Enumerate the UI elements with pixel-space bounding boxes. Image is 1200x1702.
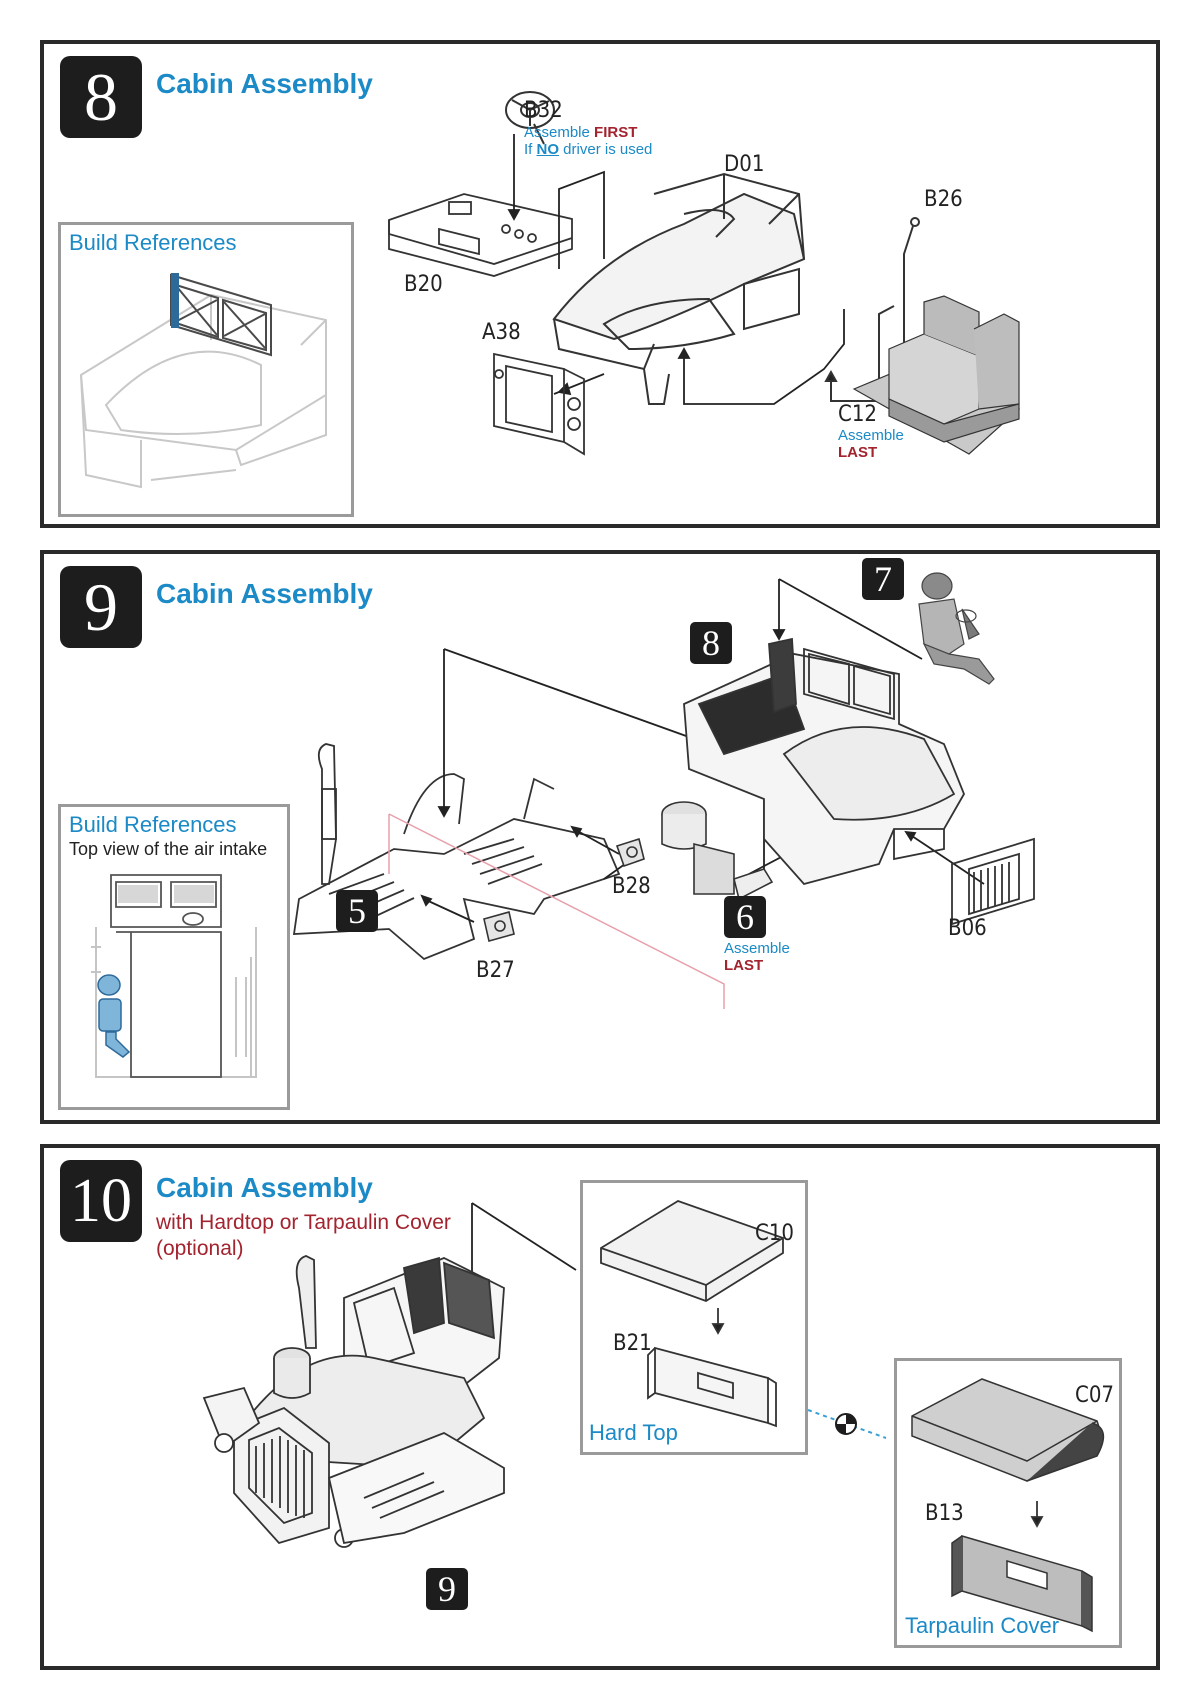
part-label-b32: B32	[524, 98, 563, 123]
grille-b06	[951, 837, 1035, 926]
tarpaulin-cover-label: Tarpaulin Cover	[905, 1613, 1060, 1638]
air-filter-part	[661, 801, 774, 901]
step-ref-badge-6: 6	[724, 896, 766, 938]
part-label-c10: C10	[755, 1221, 795, 1246]
step-title: Cabin Assembly	[156, 578, 373, 609]
part-label-a38: A38	[482, 320, 521, 345]
part-label-b26: B26	[924, 187, 963, 212]
part-label-d01: D01	[724, 152, 765, 177]
truck-front-assembly	[202, 1255, 505, 1548]
step-title: Cabin Assembly	[156, 68, 373, 99]
step-8-panel: 8 Cabin Assembly Build References	[40, 40, 1160, 528]
assembly-arrows	[507, 134, 845, 405]
step-ref-badge-8: 8	[690, 622, 732, 664]
step-9-assembly-drawing	[292, 572, 1035, 1009]
driver-figure	[918, 572, 995, 685]
step-title: Cabin Assembly	[156, 1172, 373, 1203]
step-9-panel: 9 Cabin Assembly Build References Top vi…	[40, 550, 1160, 1124]
c12-assemble-note: Assemble LAST	[838, 427, 904, 461]
step-subtitle: with Hardtop or Tarpaulin Cover (optiona…	[156, 1211, 451, 1260]
step-ref-badge-9: 9	[426, 1568, 468, 1610]
step-number: 8	[60, 56, 142, 138]
build-references-subtitle: Top view of the air intake	[69, 839, 268, 859]
steering-wheel-part	[505, 91, 555, 145]
build-references-title: Build References	[69, 812, 237, 837]
air-intake-top-view-drawing	[91, 874, 257, 1078]
tarpaulin-drawing	[911, 1378, 1105, 1633]
build-references-box: Build References	[58, 222, 354, 517]
hard-top-label: Hard Top	[589, 1420, 678, 1445]
grille-part	[493, 352, 585, 456]
hard-top-option-box: C10 B21 Hard Top	[580, 1180, 808, 1455]
cab-reference-drawing	[79, 273, 327, 489]
step-number: 9	[60, 566, 142, 648]
b32-assemble-note: Assemble FIRST If NO driver is used	[524, 124, 653, 158]
build-references-box: Build References Top view of the air int…	[58, 804, 290, 1110]
step-number: 10	[60, 1160, 142, 1242]
part-label-c12: C12	[838, 402, 878, 427]
step-ref-badge-7: 7	[862, 558, 904, 600]
guide-line	[388, 813, 725, 1009]
seat-base-part	[852, 295, 1021, 455]
or-choice-icon	[835, 1413, 857, 1435]
part-label-b06: B06	[948, 916, 987, 941]
hard-top-drawing	[600, 1200, 784, 1428]
cab-with-seats	[683, 637, 965, 886]
bracket-b27	[483, 911, 515, 942]
part-label-c07: C07	[1075, 1383, 1115, 1408]
part-label-b28: B28	[612, 874, 651, 899]
dashboard-part	[388, 193, 573, 277]
part-label-b27: B27	[476, 958, 515, 983]
step-ref-badge-5: 5	[336, 890, 378, 932]
step-8-assembly-drawing	[388, 91, 1021, 456]
build-references-title: Build References	[69, 230, 237, 255]
tarpaulin-option-box: C07 B13 Tarpaulin Cover	[894, 1358, 1122, 1648]
bracket-b28	[615, 837, 645, 868]
part-label-b20: B20	[404, 272, 443, 297]
part-label-b21: B21	[613, 1331, 652, 1356]
step-10-assembly-drawing	[202, 1202, 887, 1548]
cab-tub-part	[552, 172, 806, 405]
part-label-b13: B13	[925, 1501, 964, 1526]
six-assemble-note: Assemble LAST	[724, 940, 790, 974]
step-10-panel: 10 Cabin Assembly with Hardtop or Tarpau…	[40, 1144, 1160, 1670]
